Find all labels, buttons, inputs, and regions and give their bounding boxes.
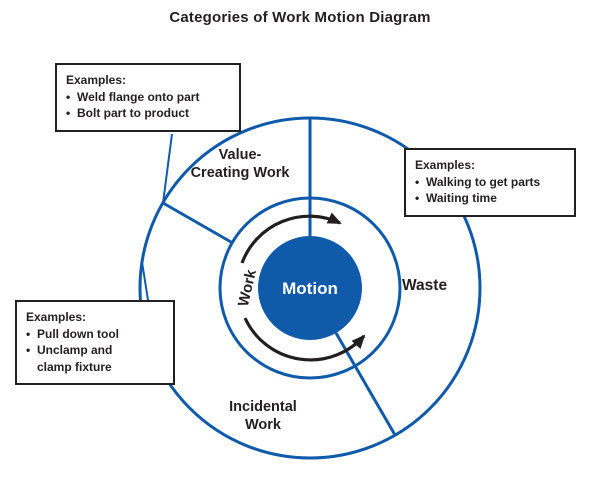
bullet-glyph: • bbox=[66, 89, 71, 104]
center-label-motion: Motion bbox=[282, 279, 338, 298]
examples-heading: Examples: bbox=[415, 158, 476, 172]
example-item: • Waiting time bbox=[415, 190, 565, 207]
segment-label-value-creating-work: Value- Creating Work bbox=[180, 146, 300, 182]
motion-circle bbox=[258, 236, 362, 340]
bullet-glyph: • bbox=[415, 191, 420, 206]
bullet-glyph: • bbox=[26, 343, 31, 358]
examples-box-incidental: Examples: • Pull down tool • Unclamp and… bbox=[15, 300, 175, 386]
examples-heading: Examples: bbox=[66, 73, 127, 87]
example-item-text: Pull down tool bbox=[37, 326, 119, 341]
example-item-text: Unclamp and clamp fixture bbox=[37, 343, 113, 374]
examples-box-value-creating: Examples: • Weld flange onto part • Bolt… bbox=[55, 63, 241, 132]
cycle-arrow-top bbox=[240, 212, 342, 264]
example-item: • Weld flange onto part bbox=[66, 89, 230, 106]
example-item-text: Walking to get parts bbox=[426, 174, 541, 189]
example-item-text: Bolt part to product bbox=[77, 106, 189, 121]
cycle-arrow-bottom bbox=[243, 317, 366, 362]
example-item: • Pull down tool bbox=[26, 326, 164, 343]
example-item: • Walking to get parts bbox=[415, 174, 565, 191]
divider-upper-left bbox=[162, 201, 232, 244]
example-item-text: Waiting time bbox=[426, 191, 497, 206]
page-title: Categories of Work Motion Diagram bbox=[169, 9, 431, 26]
bullet-glyph: • bbox=[415, 174, 420, 189]
bullet-glyph: • bbox=[26, 326, 31, 341]
example-item: • Unclamp and clamp fixture bbox=[26, 342, 164, 375]
segment-label-incidental-work: Incidental Work bbox=[203, 398, 323, 434]
example-item: • Bolt part to product bbox=[66, 105, 230, 122]
incidental-line1: Incidental bbox=[229, 399, 297, 415]
segment-label-waste: Waste bbox=[402, 277, 448, 294]
examples-heading: Examples: bbox=[26, 310, 87, 324]
incidental-line2: Work bbox=[245, 417, 281, 434]
example-item-text: Weld flange onto part bbox=[77, 89, 200, 104]
connector-incidental-box bbox=[141, 261, 149, 301]
examples-box-waste: Examples: • Walking to get parts • Waiti… bbox=[404, 148, 576, 217]
connector-value-creating-box bbox=[162, 133, 173, 204]
value-creating-line2: Creating Work bbox=[190, 165, 290, 182]
value-creating-line1: Value- bbox=[218, 147, 262, 163]
bullet-glyph: • bbox=[66, 106, 71, 121]
